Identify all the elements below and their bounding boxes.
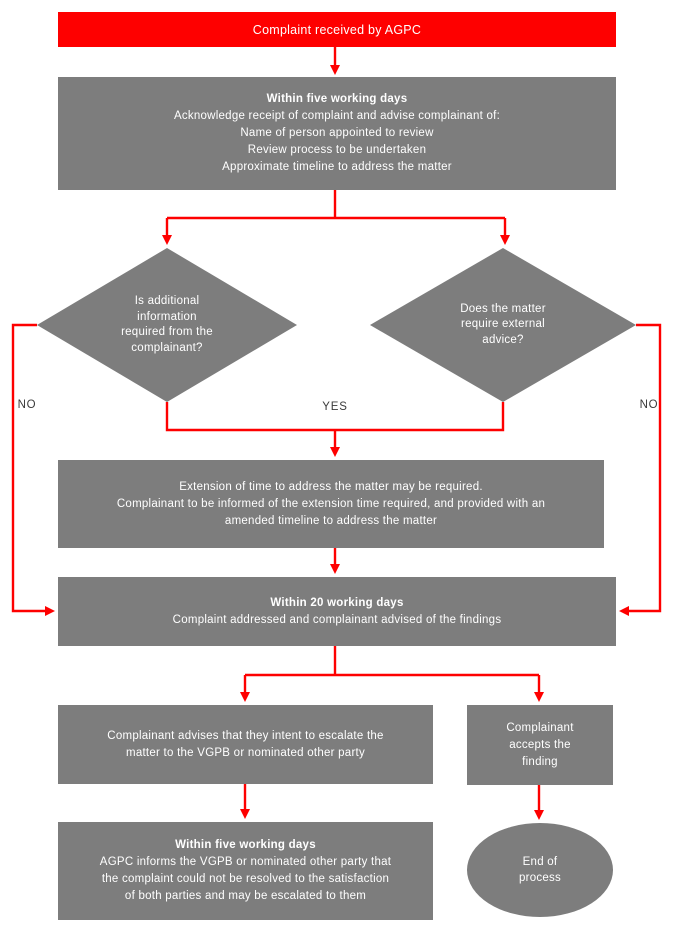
node-accept-finding: Complainant accepts the finding <box>467 705 613 785</box>
text-line: Approximate timeline to address the matt… <box>222 161 452 173</box>
text-line: complainant? <box>131 341 203 354</box>
text-line: finding <box>522 755 558 768</box>
text-line: Extension of time to address the matter … <box>179 480 483 493</box>
node-label: Complaint received by AGPC <box>252 22 422 37</box>
node-inform-vgpb: Within five working days AGPC informs th… <box>58 822 433 920</box>
text-line: of both parties and may be escalated to … <box>124 890 367 902</box>
node-address-complaint: Within 20 working days Complaint address… <box>58 577 616 646</box>
node-complaint-received: Complaint received by AGPC <box>58 12 616 47</box>
text-line: End of <box>522 856 558 868</box>
node-end-process: End of process <box>467 823 613 917</box>
connector-no-left <box>11 323 56 617</box>
text-line: Complainant <box>506 721 574 734</box>
text-line: accepts the <box>509 738 571 751</box>
text-line: Complainant advises that they intent to … <box>107 729 384 742</box>
text-line: advice? <box>482 333 524 346</box>
node-acknowledge-receipt: Within five working days Acknowledge rec… <box>58 77 616 190</box>
node-title: Within five working days <box>266 93 408 105</box>
label-no-left: NO <box>17 399 37 411</box>
node-escalate-advice: Complainant advises that they intent to … <box>58 705 433 784</box>
label-yes: YES <box>322 401 348 413</box>
text-line: required from the <box>121 326 213 338</box>
text-line: Complaint addressed and complainant advi… <box>172 613 502 626</box>
text-line: Review process to be undertaken <box>247 144 427 156</box>
text-line: AGPC informs the VGPB or nominated other… <box>99 856 392 868</box>
text-line: matter to the VGPB or nominated other pa… <box>126 746 365 759</box>
node-title: Within 20 working days <box>270 596 404 609</box>
text-line: Name of person appointed to review <box>240 127 434 139</box>
text-line: Complainant to be informed of the extens… <box>116 497 546 510</box>
node-title: Within five working days <box>175 839 316 851</box>
text-line: Does the matter <box>460 302 546 315</box>
text-line: Acknowledge receipt of complaint and adv… <box>173 110 501 122</box>
label-no-right: NO <box>639 399 659 411</box>
decision-additional-info: Is additional information required from … <box>37 248 297 402</box>
text-line: Is additional <box>134 295 200 307</box>
node-extension-of-time: Extension of time to address the matter … <box>58 460 604 548</box>
text-line: process <box>518 872 562 884</box>
decision-external-advice: Does the matter require external advice? <box>370 248 636 402</box>
text-line: amended timeline to address the matter <box>224 514 438 527</box>
text-line: require external <box>461 318 545 331</box>
connector-no-right <box>618 323 662 617</box>
text-line: information <box>137 310 197 323</box>
text-line: the complaint could not be resolved to t… <box>101 873 390 885</box>
